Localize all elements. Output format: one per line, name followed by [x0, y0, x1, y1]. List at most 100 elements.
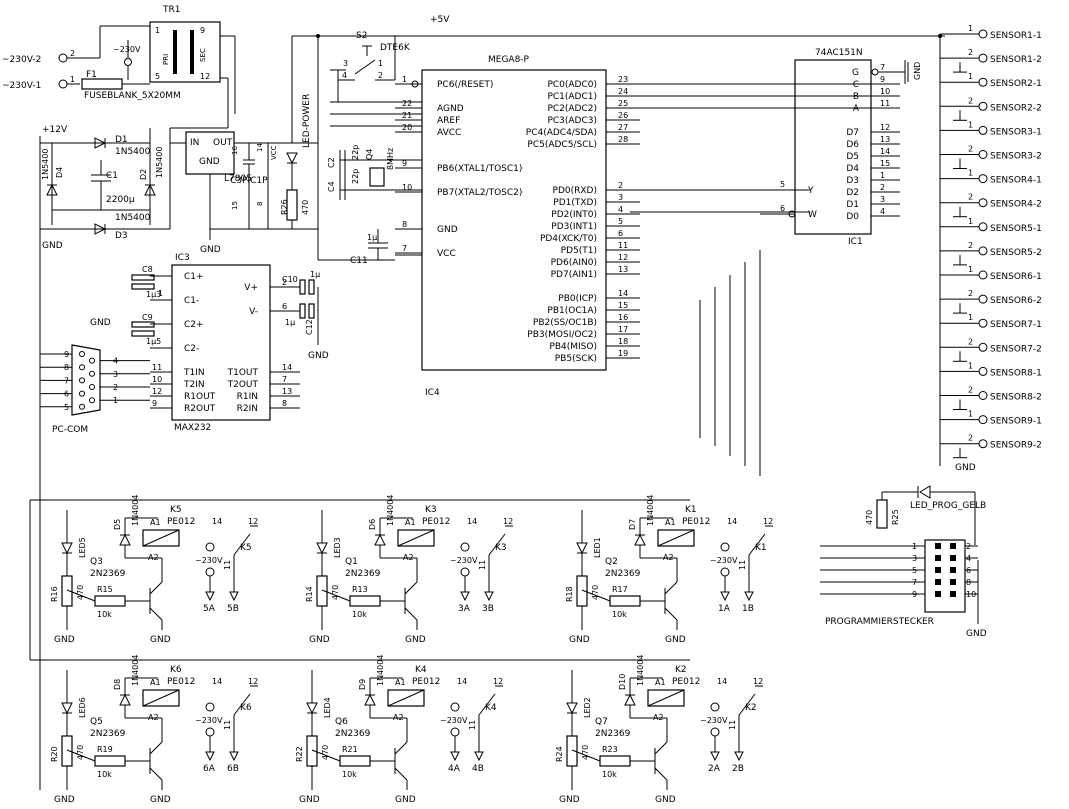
mega-pin-num: 12: [618, 253, 628, 262]
relay-coil: [387, 689, 425, 707]
mux-pin-name: C: [853, 80, 859, 90]
mega-pin-name: PB7(XTAL2/TOSC2): [437, 188, 522, 198]
sensor-label: SENSOR8-2: [990, 393, 1042, 403]
relay-coil: [397, 529, 435, 547]
mux-gnd: GND: [913, 62, 922, 80]
mega8-right-pins: PC0(ADC0)23PC1(ADC1)24PC2(ADC2)25PC3(ADC…: [526, 75, 871, 364]
diode-ref: D7: [628, 519, 637, 530]
sensor-terminal: [978, 391, 988, 400]
mega-pin-num: 9: [402, 159, 407, 168]
sensor-terminal: [978, 150, 988, 159]
svg-text:8MHz: 8MHz: [386, 148, 395, 170]
resistor-value: 10k: [97, 610, 112, 619]
mux-pin-num: 7: [880, 63, 885, 72]
max232-cap-c12: 1µ C12: [270, 303, 315, 335]
mains-input-2: ~230V-2: [2, 55, 41, 65]
mux-pin-name: G: [852, 68, 859, 78]
gnd-label: GND: [54, 795, 75, 805]
mega-pin-num: 17: [618, 325, 628, 334]
transformer-sec: SEC: [199, 48, 207, 62]
max232-pin-name: R1IN: [237, 392, 258, 402]
svg-text:3: 3: [343, 59, 348, 68]
gnd-label-prog: GND: [966, 629, 987, 639]
fuse-value: FUSEBLANK_5X20MM: [84, 91, 181, 101]
led-icon: [61, 702, 73, 715]
resistor-value: 10k: [612, 610, 627, 619]
mega-pin-num: 8: [402, 220, 407, 229]
mega-pin-num: 27: [618, 123, 628, 132]
mux-pin-name: D5: [846, 152, 859, 162]
sensor-label: SENSOR6-2: [990, 296, 1042, 306]
mux-name: IC1: [848, 237, 863, 247]
sensor-terminal: [978, 439, 988, 449]
sensor-terminal: [978, 318, 988, 328]
svg-text:470: 470: [301, 200, 310, 215]
sensor-terminal: [978, 101, 988, 111]
sensor-pin: 2: [968, 48, 973, 57]
mux-pin-num: 15: [880, 159, 890, 168]
diode-icon: [119, 533, 131, 546]
mega-pin-name: AREF: [437, 116, 460, 126]
led-icon: [316, 542, 328, 555]
svg-text:470: 470: [865, 510, 874, 525]
max232-pin-name: T1OUT: [227, 368, 259, 378]
max232-pin-name: C1-: [184, 296, 199, 306]
resistor-base: [94, 595, 126, 607]
led-label: LED2: [583, 697, 592, 718]
mega-pin-num: 4: [618, 205, 623, 214]
sensor-pin: 2: [968, 193, 973, 202]
diode-value: 1N4004: [636, 655, 645, 686]
mega-pin-name: PB4(MISO): [549, 342, 597, 352]
output-a-label: 2A: [708, 764, 721, 774]
mega-pin-name: PC1(ADC1): [547, 92, 597, 102]
sensor-label: SENSOR4-1: [990, 176, 1042, 186]
mux-pin-num: 13: [880, 135, 890, 144]
mega-pin-num: 22: [402, 99, 412, 108]
sensor-label: SENSOR8-1: [990, 368, 1042, 378]
coil-pin: A2: [148, 713, 159, 722]
diode-d4-value: 1N5400: [41, 149, 50, 180]
contact-pin: 12: [248, 517, 258, 526]
resistor-base: [349, 595, 381, 607]
max232-pin-name: V-: [249, 307, 258, 317]
sensor-terminal: [978, 342, 988, 352]
transistor-ref: Q6: [335, 717, 348, 727]
max232-pin-num: 8: [282, 399, 287, 408]
mux-pin-num: 12: [880, 123, 890, 132]
sensor-label: SENSOR4-2: [990, 200, 1042, 210]
svg-text:1µ: 1µ: [367, 233, 377, 242]
transformer-pri: PRI: [162, 54, 170, 65]
diode-ref: D9: [358, 679, 367, 690]
mega-pin-name: PB3(MOSI/OC2): [527, 330, 597, 340]
diode-value: 1N4004: [376, 655, 385, 686]
led-label: LED5: [78, 537, 87, 558]
mux-pin-name: A: [853, 104, 860, 114]
max232-pin-num: 7: [282, 375, 287, 384]
voltage-label: ~230V: [195, 716, 223, 725]
mega-pin-name: PD1(TXD): [553, 198, 597, 208]
contact-pin: 12: [753, 677, 763, 686]
mux-pin-name: D0: [846, 212, 859, 222]
gnd-label-max232: GND: [308, 351, 329, 361]
relay-ref: K5: [170, 505, 182, 515]
mega-pin-name: AGND: [437, 104, 464, 114]
relay-contact-ref: K3: [495, 543, 507, 553]
output-a-label: 5A: [203, 604, 216, 614]
mega-pin-name: PC2(ADC2): [547, 104, 597, 114]
mux-pin-num: 9: [880, 75, 885, 84]
mux-pin-num: 14: [880, 147, 890, 156]
svg-text:2: 2: [70, 49, 75, 58]
diode-icon: [119, 693, 131, 706]
transistor-value: 2N2369: [90, 729, 126, 739]
output-b-label: 3B: [482, 604, 494, 614]
max232-pin-name: C2+: [184, 320, 204, 330]
sensor-label: SENSOR1-1: [990, 31, 1042, 41]
mega-pin-num: 24: [618, 87, 628, 96]
mega-pin-num: 5: [618, 217, 623, 226]
gnd-label: GND: [665, 635, 686, 645]
contact-pin: 12: [493, 677, 503, 686]
mega-ref: MEGA8-P: [488, 55, 530, 65]
svg-text:1µ3: 1µ3: [146, 290, 161, 299]
